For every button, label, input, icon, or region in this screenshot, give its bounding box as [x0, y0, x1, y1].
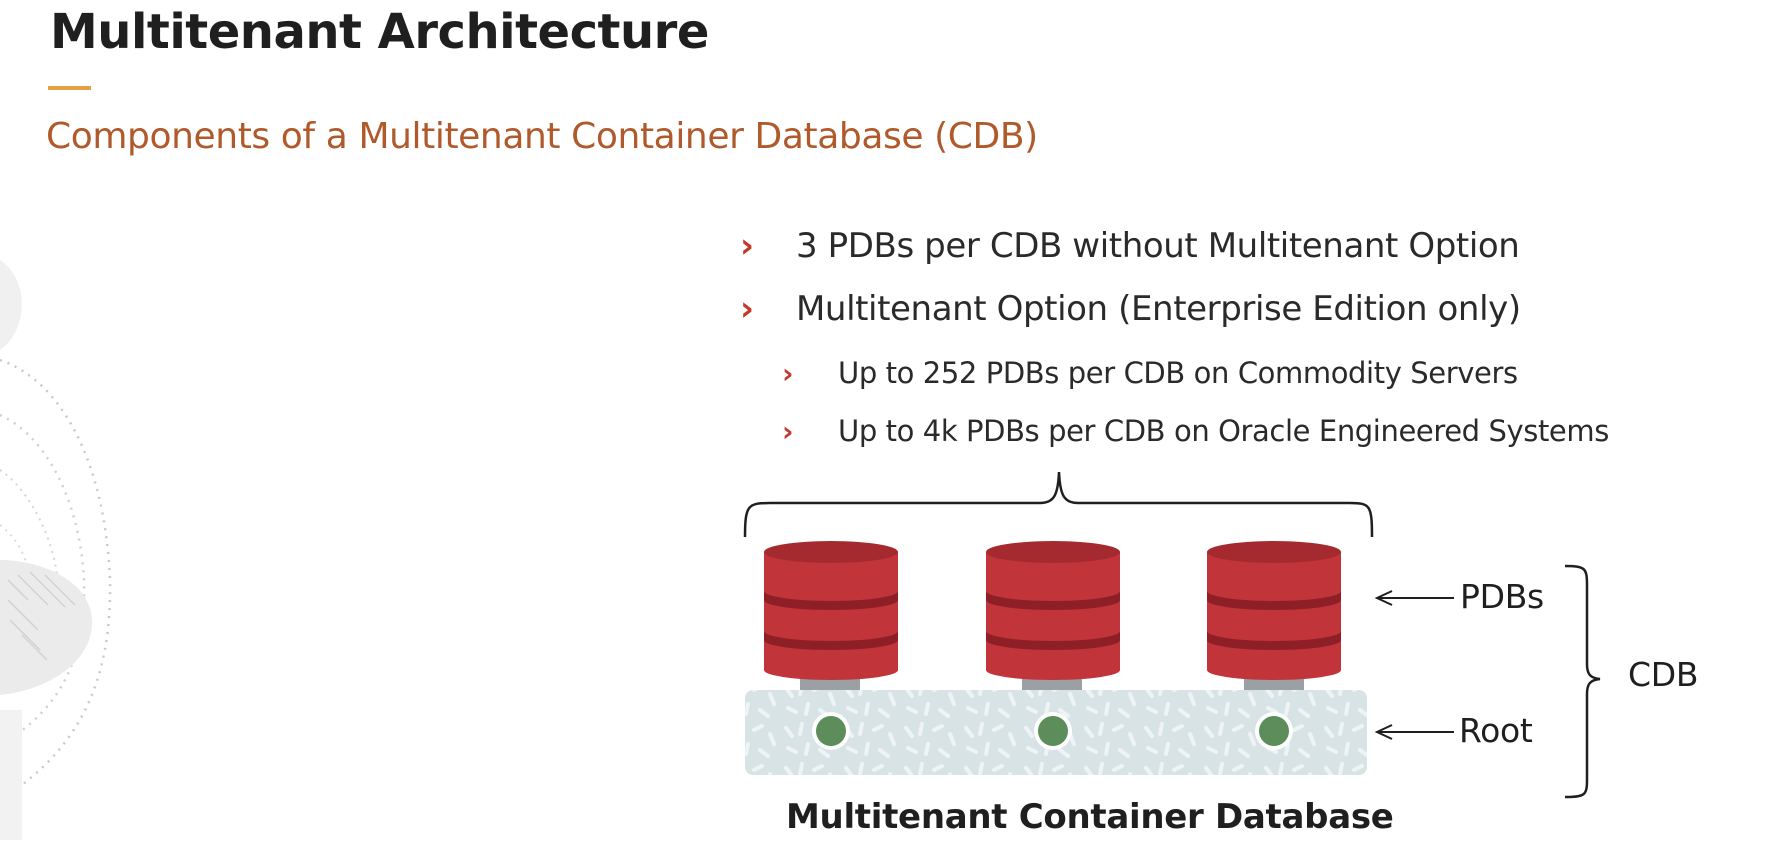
slide-title: Multitenant Architecture [50, 4, 709, 60]
pdb-cylinder [1207, 541, 1341, 680]
cdb-bracket [1564, 564, 1601, 799]
bullet-text: Multitenant Option (Enterprise Edition o… [796, 289, 1521, 329]
chevron-bullet-icon: › [740, 226, 754, 266]
background-decoration [0, 260, 112, 840]
title-accent-bar [48, 86, 91, 90]
root-arrow [1374, 724, 1454, 740]
pdb-connectors [800, 678, 1304, 690]
bullet-text: Up to 252 PDBs per CDB on Commodity Serv… [838, 356, 1518, 390]
pdbs-arrow [1374, 590, 1454, 606]
root-label: Root [1459, 711, 1533, 750]
chevron-bullet-icon: › [782, 357, 794, 390]
chevron-bullet-icon: › [782, 415, 794, 448]
pdb-cylinder [764, 541, 898, 680]
bullet-text: Up to 4k PDBs per CDB on Oracle Engineer… [838, 414, 1609, 448]
slide-subtitle: Components of a Multitenant Container Da… [46, 116, 1038, 157]
chevron-bullet-icon: › [740, 289, 754, 329]
cdb-label: CDB [1628, 655, 1699, 694]
bullet-text: 3 PDBs per CDB without Multitenant Optio… [796, 226, 1520, 266]
pdb-cylinder [986, 541, 1120, 680]
pdbs-label: PDBs [1460, 577, 1544, 616]
diagram-caption: Multitenant Container Database [786, 797, 1394, 837]
pdb-group-bracket [743, 471, 1374, 538]
root-dots [812, 712, 1293, 750]
